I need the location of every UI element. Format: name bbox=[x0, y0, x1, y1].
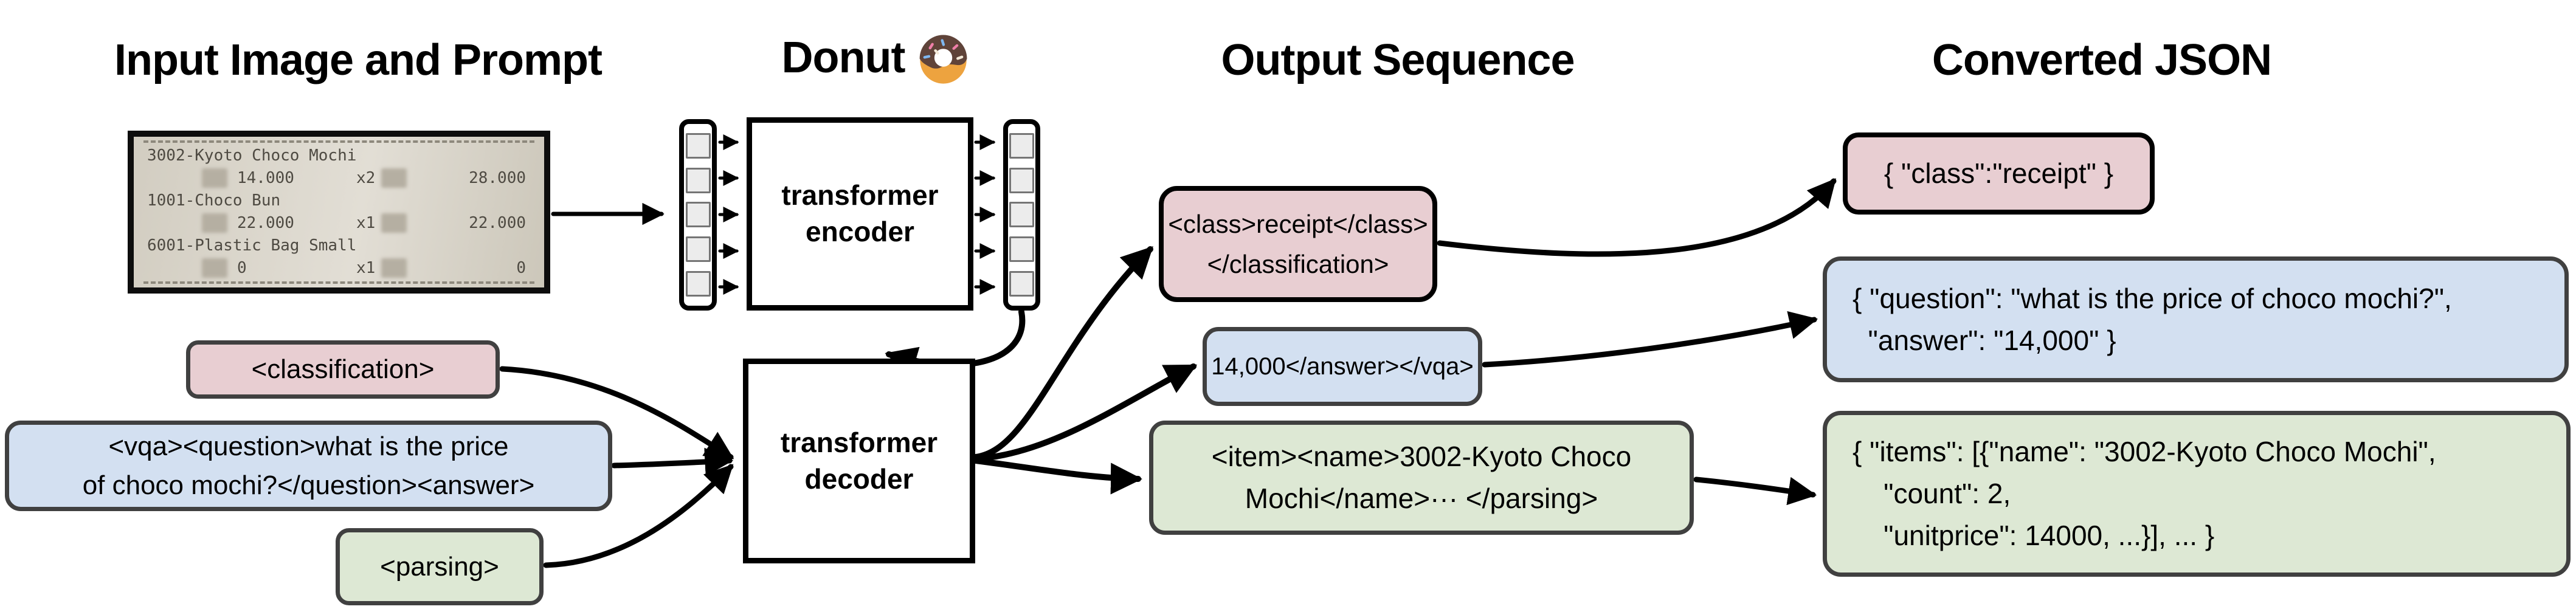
vqa-json-line2: "answer": "14,000" } bbox=[1853, 324, 2116, 356]
transformer-decoder-label: transformer decoder bbox=[780, 426, 938, 495]
classification-output-box: <class>receipt</class> </classification> bbox=[1159, 186, 1437, 302]
heading-input-image-and-prompt: Input Image and Prompt bbox=[114, 36, 603, 84]
image-patch bbox=[685, 132, 711, 159]
receipt-quantity: x2 bbox=[356, 169, 376, 187]
arrow-decoder-to-classification-output bbox=[973, 246, 1153, 460]
classification-prompt-text: <classification> bbox=[251, 354, 435, 384]
censor-patch bbox=[381, 258, 407, 278]
parsing-prompt-box: <parsing> bbox=[336, 528, 544, 605]
receipt-line-total: 22.000 bbox=[469, 214, 526, 232]
image-patch bbox=[685, 202, 711, 228]
receipt-line-total: 0 bbox=[516, 259, 526, 277]
image-patch bbox=[685, 167, 711, 193]
vqa-json-line1: { "question": "what is the price of choc… bbox=[1853, 282, 2452, 314]
receipt-item-name: 3002-Kyoto Choco Mochi bbox=[147, 146, 357, 165]
receipt-item-numbers: 22.000 x1 22.000 bbox=[134, 213, 544, 233]
encoded-feature-column bbox=[1003, 119, 1040, 311]
vqa-prompt-text-line1: <vqa><question>what is the price bbox=[108, 431, 509, 461]
arrow-vqa-output-to-json bbox=[1482, 311, 1818, 368]
classification-json-text: { "class":"receipt" } bbox=[1884, 157, 2114, 189]
vqa-prompt-box: <vqa><question>what is the price of choc… bbox=[5, 421, 612, 511]
arrow-decoder-to-vqa-output bbox=[973, 363, 1198, 462]
vqa-json-box: { "question": "what is the price of choc… bbox=[1823, 256, 2569, 382]
feature-patch bbox=[1009, 132, 1034, 159]
parsing-json-line3: "unitprice": 14000, ...}], ... } bbox=[1853, 520, 2215, 551]
transformer-decoder-block: transformer decoder bbox=[743, 359, 975, 563]
parsing-prompt-text: <parsing> bbox=[380, 551, 499, 582]
donut-emoji-icon bbox=[919, 35, 967, 84]
arrow-vqa-prompt-to-decoder bbox=[611, 447, 734, 476]
image-patch bbox=[685, 236, 711, 263]
feature-patch bbox=[1009, 167, 1034, 193]
receipt-unit-price: 14.000 bbox=[237, 169, 294, 187]
classification-output-line1: <class>receipt</class> bbox=[1168, 210, 1428, 239]
arrow-classification-prompt-to-decoder bbox=[499, 366, 734, 460]
censor-patch bbox=[202, 168, 227, 188]
receipt-quantity: x1 bbox=[356, 259, 376, 277]
receipt-quantity: x1 bbox=[356, 214, 376, 232]
receipt-item-numbers: 14.000 x2 28.000 bbox=[134, 168, 544, 188]
input-patch-column bbox=[679, 119, 717, 311]
heading-donut-label: Donut bbox=[781, 33, 906, 82]
transformer-encoder-label: transformer encoder bbox=[781, 179, 939, 247]
transformer-encoder-block: transformer encoder bbox=[747, 117, 973, 311]
receipt-dashed-rule bbox=[143, 281, 534, 284]
vqa-output-text: 14,000</answer></vqa> bbox=[1211, 353, 1474, 380]
censor-patch bbox=[381, 168, 407, 188]
receipt-line-total: 28.000 bbox=[469, 169, 526, 187]
receipt-image: 3002-Kyoto Choco Mochi 14.000 x2 28.000 … bbox=[128, 131, 550, 294]
arrows-encoder-to-patches bbox=[974, 134, 996, 295]
receipt-unit-price: 22.000 bbox=[237, 214, 294, 232]
heading-output-sequence: Output Sequence bbox=[1221, 36, 1575, 84]
receipt-unit-price: 0 bbox=[237, 259, 247, 277]
heading-donut: Donut bbox=[782, 29, 972, 86]
parsing-json-box: { "items": [{"name": "3002-Kyoto Choco M… bbox=[1823, 411, 2571, 577]
parsing-json-line2: "count": 2, bbox=[1853, 478, 2011, 509]
parsing-output-line2: Mochi</name>··· </parsing> bbox=[1245, 483, 1598, 514]
vqa-output-box: 14,000</answer></vqa> bbox=[1203, 327, 1482, 406]
classification-output-line2: </classification> bbox=[1207, 249, 1389, 278]
censor-patch bbox=[202, 258, 227, 278]
classification-json-box: { "class":"receipt" } bbox=[1843, 132, 2155, 215]
feature-patch bbox=[1009, 271, 1034, 297]
arrow-parsing-output-to-json bbox=[1693, 476, 1817, 506]
parsing-output-line1: <item><name>3002-Kyoto Choco bbox=[1211, 441, 1632, 472]
receipt-dashed-rule bbox=[143, 140, 534, 143]
censor-patch bbox=[381, 213, 407, 233]
receipt-item-numbers: 0 x1 0 bbox=[134, 258, 544, 278]
parsing-json-line1: { "items": [{"name": "3002-Kyoto Choco M… bbox=[1853, 436, 2436, 467]
image-patch bbox=[685, 271, 711, 297]
arrow-parsing-prompt-to-decoder bbox=[543, 464, 734, 568]
heading-converted-json: Converted JSON bbox=[1932, 36, 2272, 84]
feature-patch bbox=[1009, 236, 1034, 263]
censor-patch bbox=[202, 213, 227, 233]
receipt-item-name: 6001-Plastic Bag Small bbox=[147, 236, 357, 255]
vqa-prompt-text-line2: of choco mochi?</question><answer> bbox=[82, 470, 535, 500]
feature-patch bbox=[1009, 202, 1034, 228]
parsing-output-box: <item><name>3002-Kyoto Choco Mochi</name… bbox=[1149, 421, 1694, 535]
arrow-decoder-to-parsing-output bbox=[973, 458, 1142, 495]
receipt-item-name: 1001-Choco Bun bbox=[147, 191, 281, 210]
arrows-patches-to-encoder bbox=[718, 134, 739, 295]
arrow-classification-output-to-json bbox=[1437, 178, 1837, 257]
arrow-encoder-to-decoder bbox=[885, 309, 1026, 377]
classification-prompt-box: <classification> bbox=[186, 340, 500, 399]
